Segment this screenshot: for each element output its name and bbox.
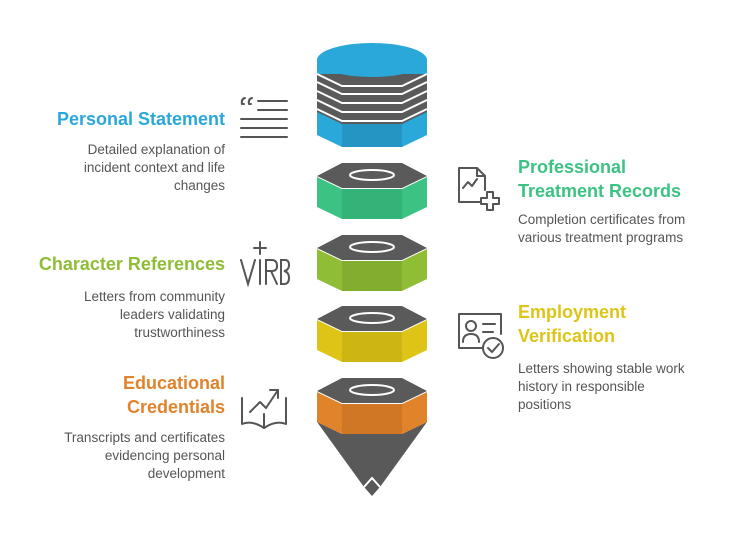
item-employment-verification: Employment Verification Letters showing … xyxy=(518,300,738,414)
item-description: Letters showing stable work history in r… xyxy=(518,361,685,412)
band-line-2 xyxy=(316,90,428,104)
verified-id-card-icon xyxy=(458,313,504,359)
band-line-3 xyxy=(316,99,428,113)
item-title: Character References xyxy=(38,254,225,274)
hex-segment-treatment xyxy=(316,163,428,219)
item-educational-credentials: Educational Credentials Transcripts and … xyxy=(5,371,225,483)
band-line-4 xyxy=(316,108,428,122)
item-description: Detailed explanation of incident context… xyxy=(83,142,225,193)
medical-chart-icon xyxy=(458,167,500,211)
top-cylinder-segment xyxy=(316,43,428,147)
item-title: Educational Credentials xyxy=(122,373,225,417)
item-description: Letters from community leaders validatin… xyxy=(83,289,225,340)
bottom-cone xyxy=(317,422,427,496)
hex-segment-references xyxy=(316,235,428,291)
item-title: Professional Treatment Records xyxy=(518,157,682,201)
quote-lines-icon xyxy=(240,97,288,138)
item-professional-treatment-records: Professional Treatment Records Completio… xyxy=(518,155,738,247)
hex-segment-education xyxy=(316,378,428,496)
item-personal-statement: Personal Statement Detailed explanation … xyxy=(5,107,225,195)
book-growth-icon xyxy=(241,389,287,429)
item-description: Completion certificates from various tre… xyxy=(518,212,686,245)
band-line-1 xyxy=(316,81,428,95)
hex-segment-employment xyxy=(316,306,428,362)
item-title: Personal Statement xyxy=(56,109,225,129)
item-title: Employment Verification xyxy=(518,302,627,346)
signature-icon xyxy=(240,241,290,288)
item-character-references: Character References Letters from commun… xyxy=(0,252,225,342)
item-description: Transcripts and certificates evidencing … xyxy=(64,430,225,481)
